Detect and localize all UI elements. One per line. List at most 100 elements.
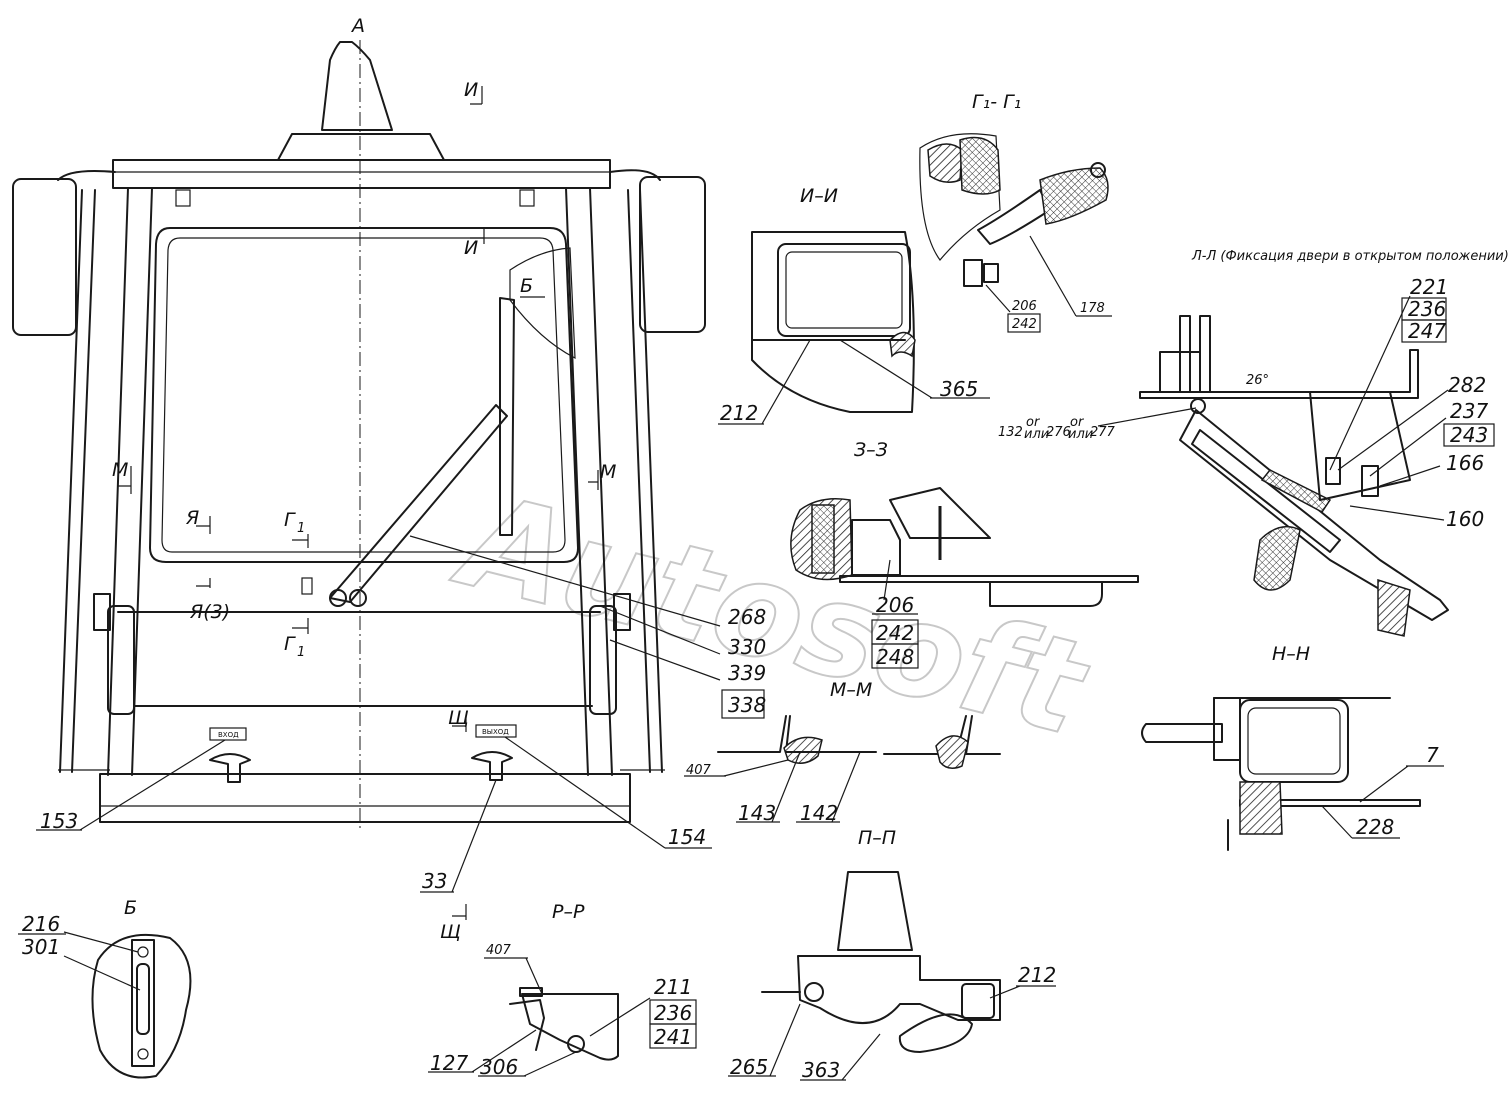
callout-365: 365 bbox=[940, 377, 978, 401]
section-ii-seal bbox=[889, 331, 916, 358]
windshield-inner bbox=[161, 237, 566, 553]
callout-407-rr: 407 bbox=[486, 943, 512, 958]
leader-306 bbox=[523, 1051, 577, 1077]
cut-arrow-g1-bottom bbox=[292, 618, 309, 634]
section-ll-angle: 26° bbox=[1246, 373, 1269, 388]
callout-242-zz: 242 bbox=[876, 621, 914, 645]
view-b-title: Б bbox=[124, 897, 137, 919]
leader-228 bbox=[1321, 805, 1353, 839]
section-r-r: Щ Р–Р 407 211 236 241 127 306 bbox=[428, 901, 697, 1079]
section-g1-knob-tip bbox=[1090, 162, 1106, 178]
callout-282: 282 bbox=[1448, 373, 1486, 397]
left-hinge-pad bbox=[107, 605, 135, 715]
section-ii-tube bbox=[777, 243, 911, 337]
section-g1-g1: Г₁- Г₁ 206 242 178 bbox=[919, 91, 1112, 333]
door-right-post bbox=[589, 187, 613, 776]
cut-mark-ya3: Я(3) bbox=[189, 601, 230, 623]
cut-mark-sch-rr: Щ bbox=[440, 921, 461, 943]
callout-236-rr: 236 bbox=[654, 1001, 692, 1025]
section-nn-plate bbox=[1213, 697, 1241, 761]
door-left-post bbox=[107, 187, 129, 776]
cut-mark-g1-bottom: Г bbox=[284, 633, 296, 655]
leader-301 bbox=[63, 955, 141, 991]
section-mm-left-seal bbox=[783, 736, 823, 764]
cut-mark-b: Б bbox=[520, 275, 533, 297]
callout-228: 228 bbox=[1356, 815, 1394, 839]
section-g1-nut bbox=[983, 263, 999, 283]
view-letter-a: А bbox=[350, 15, 365, 37]
section-ll-post bbox=[1179, 315, 1211, 393]
callout-276: 276 bbox=[1046, 425, 1071, 440]
cut-arrow-m-left bbox=[118, 466, 132, 494]
leader-166 bbox=[1379, 465, 1441, 487]
callout-237: 237 bbox=[1450, 399, 1488, 423]
cut-mark-sch: Щ bbox=[448, 707, 469, 729]
cut-mark-g1-bottom-sub: 1 bbox=[297, 645, 305, 660]
view-b-screw-top bbox=[137, 946, 149, 958]
leader-216 bbox=[63, 931, 139, 953]
leader-206-g1 bbox=[985, 284, 1011, 313]
section-pp-pivot bbox=[804, 982, 824, 1002]
cut-mark-g1-top-sub: 1 bbox=[297, 521, 305, 536]
section-pp-title: П–П bbox=[858, 827, 896, 849]
wiper-pivot-2 bbox=[349, 589, 367, 607]
roof-beam bbox=[112, 159, 611, 189]
right-door-handle bbox=[471, 751, 513, 781]
windshield-outer bbox=[149, 227, 579, 563]
callout-132-ili: или bbox=[1024, 427, 1049, 442]
callout-243: 243 bbox=[1450, 423, 1488, 447]
view-b-plate bbox=[131, 939, 155, 1067]
box-247 bbox=[1401, 319, 1447, 343]
callout-265: 265 bbox=[730, 1055, 768, 1079]
right-hinge-pad bbox=[589, 605, 617, 715]
section-ll-stop bbox=[1309, 391, 1411, 501]
center-lock-clip bbox=[301, 577, 313, 595]
leader-211 bbox=[589, 997, 651, 1037]
section-rr-body bbox=[521, 993, 619, 1061]
view-b-screw-bottom bbox=[137, 1048, 149, 1060]
leader-132 bbox=[1097, 407, 1197, 427]
cut-mark-i-mid: И bbox=[464, 237, 478, 259]
leader-330 bbox=[599, 605, 721, 655]
callout-338: 338 bbox=[728, 693, 766, 717]
cut-arrow-i-mid bbox=[470, 228, 485, 244]
section-nn-title: Н–Н bbox=[1272, 643, 1310, 665]
view-b-slot bbox=[136, 963, 150, 1035]
cut-arrow-i-top bbox=[470, 86, 483, 105]
cab-right-side bbox=[639, 189, 663, 773]
callout-236-ll: 236 bbox=[1408, 297, 1446, 321]
main-cab-view: А bbox=[12, 15, 766, 893]
cut-arrow-g1-top bbox=[292, 534, 309, 548]
door-right-post-inner bbox=[565, 187, 589, 776]
leader-143 bbox=[771, 751, 801, 823]
callout-132: 132 bbox=[998, 425, 1023, 440]
callout-248: 248 bbox=[876, 645, 914, 669]
exit-plate bbox=[475, 724, 517, 738]
section-g1-title: Г₁- Г₁ bbox=[972, 91, 1021, 113]
section-ll-panel bbox=[1139, 349, 1419, 399]
leader-178 bbox=[1029, 235, 1077, 317]
section-m-m: М–М 407 143 142 bbox=[684, 679, 1001, 825]
left-mirror-arm bbox=[57, 170, 116, 181]
box-241 bbox=[649, 1023, 697, 1049]
callout-221: 221 bbox=[1410, 275, 1448, 299]
callout-212-ii: 212 bbox=[720, 401, 758, 425]
section-ll-title: Л-Л (Фиксация двери в открытом положении… bbox=[1191, 249, 1509, 264]
cut-mark-ya: Я bbox=[185, 507, 199, 529]
callout-339: 339 bbox=[728, 661, 766, 685]
callout-160: 160 bbox=[1446, 507, 1484, 531]
right-mirror bbox=[639, 176, 706, 333]
section-ii-title: И–И bbox=[800, 185, 838, 207]
cab-sill bbox=[99, 773, 631, 823]
entry-plate-label: ВХОД bbox=[218, 731, 239, 739]
callout-247: 247 bbox=[1408, 319, 1446, 343]
view-b: Б 216 301 bbox=[18, 897, 192, 1079]
cab-left-side-inner bbox=[71, 189, 96, 773]
watermark: Autosoft bbox=[441, 462, 1103, 765]
left-mirror bbox=[12, 178, 77, 336]
callout-166: 166 bbox=[1446, 451, 1484, 475]
leader-212-pp bbox=[989, 985, 1021, 999]
callout-178: 178 bbox=[1080, 301, 1105, 316]
callout-127: 127 bbox=[430, 1051, 468, 1075]
